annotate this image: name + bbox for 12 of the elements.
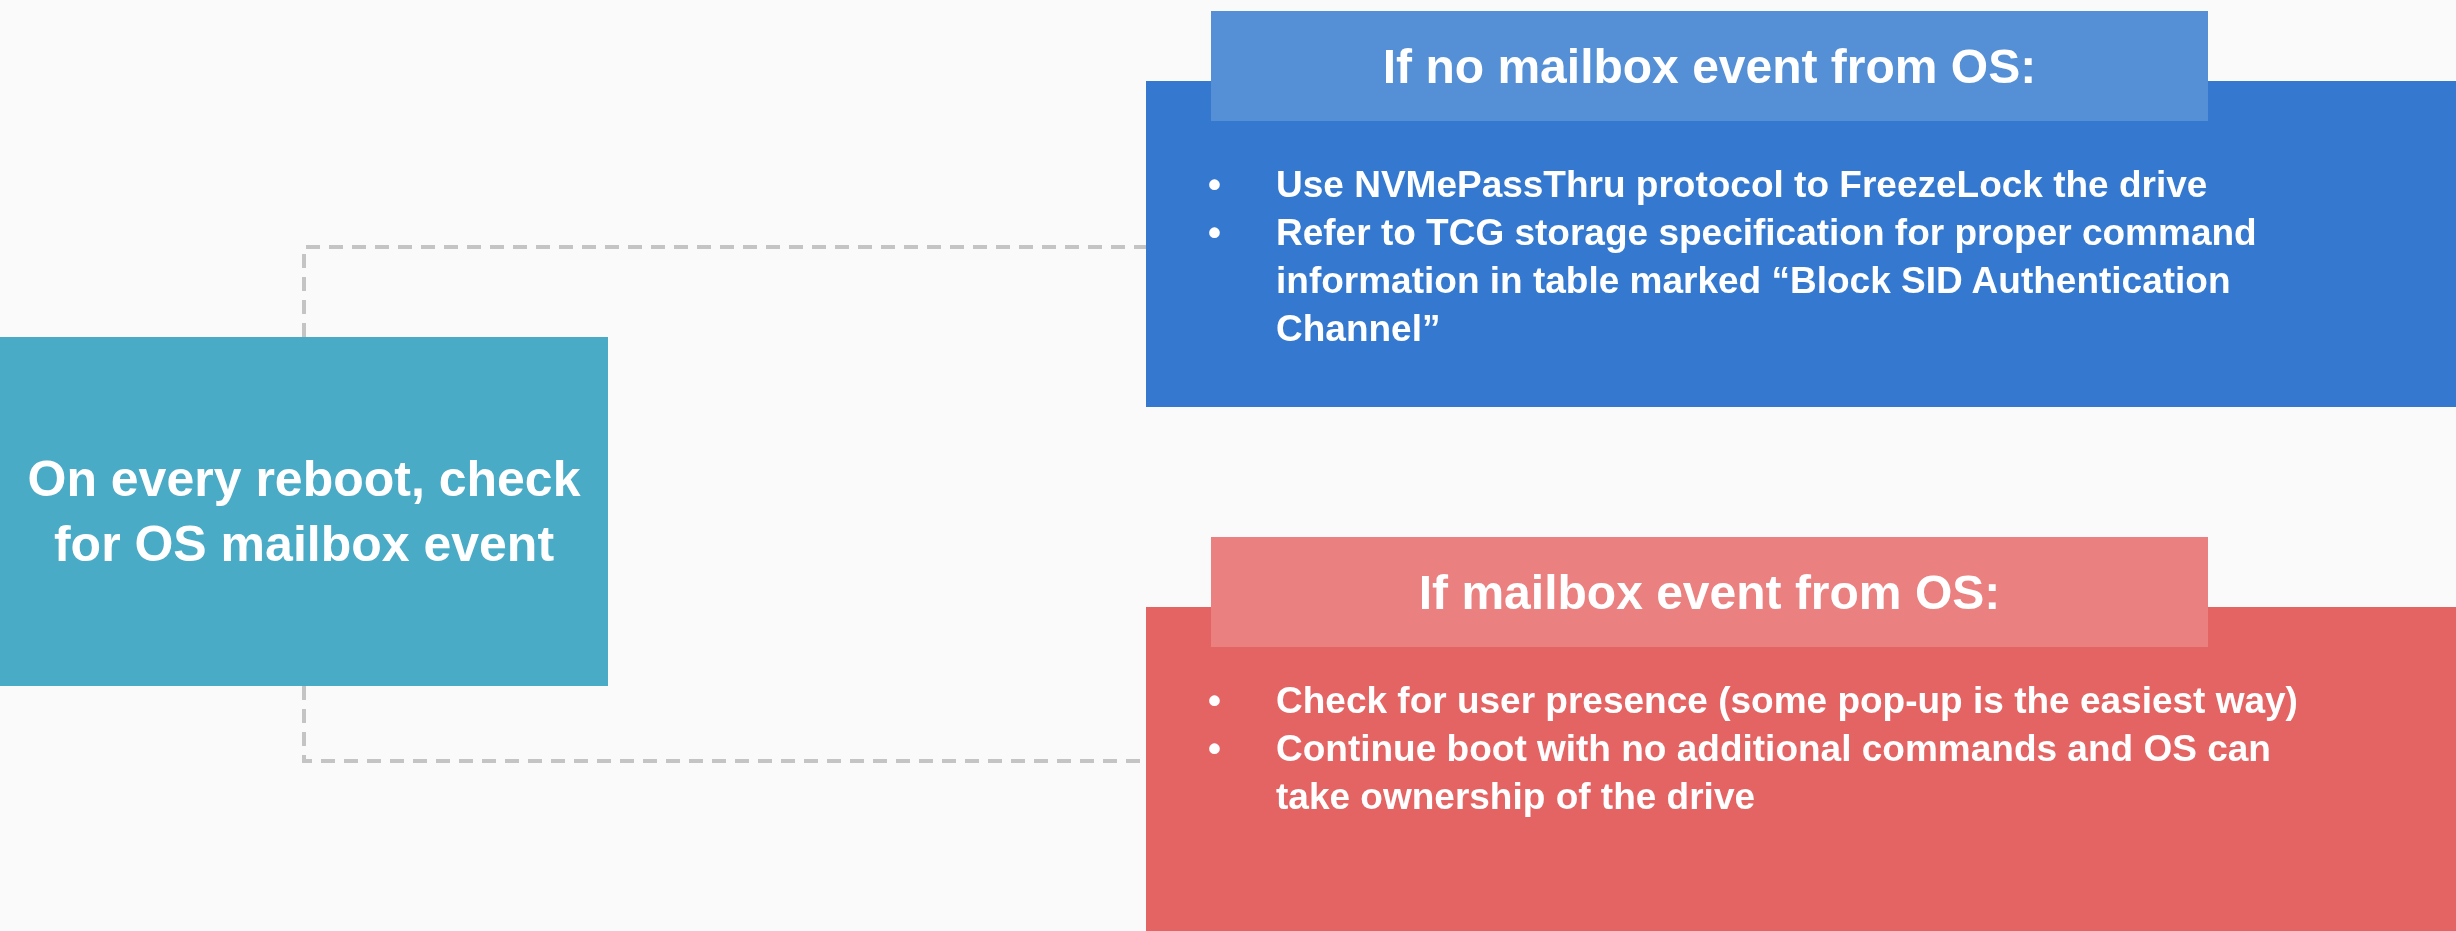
bullet-symbol: •: [1208, 727, 1221, 772]
bullet-text: Continue boot with no additional commands and OS can take ownership of the drive: [1276, 728, 2271, 818]
bullet-text: Use NVMePassThru protocol to FreezeLock the drive: [1276, 164, 2208, 205]
dashed-connector: [302, 245, 1146, 337]
process-box: On every reboot, check for OS mailbox event: [0, 337, 608, 686]
panel-heading: If no mailbox event from OS:: [1211, 11, 2208, 121]
bullet-symbol: •: [1208, 679, 1221, 723]
bullet-text: Refer to TCG storage specification for proper command information in table marked “Block SID Authentication Channel”: [1276, 212, 2257, 350]
bullet-symbol: •: [1208, 211, 1221, 256]
bullet-text: Check for user presence (some pop-up is the easiest way): [1276, 680, 2298, 721]
panel-heading: If mailbox event from OS:: [1211, 537, 2208, 647]
bullet-symbol: •: [1208, 163, 1221, 207]
